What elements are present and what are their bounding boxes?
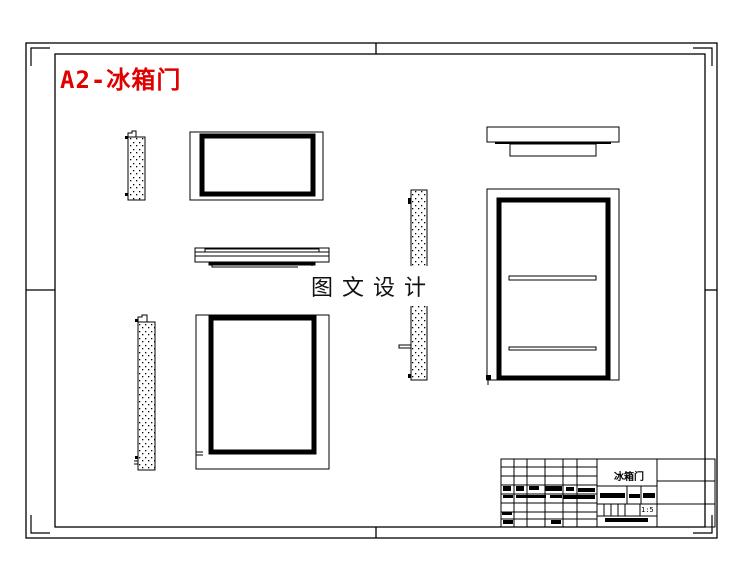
large-door-front-view: [195, 314, 330, 470]
inner-border: [54, 53, 706, 528]
title-block-part-name: 冰箱门: [614, 472, 644, 483]
fridge-door-front-view: [486, 188, 620, 385]
title-block-scale: 1:5: [641, 506, 654, 514]
watermark-text: 图文设计: [298, 266, 448, 306]
drawing-title: A2-冰箱门: [60, 66, 182, 94]
small-door-top-view: [194, 247, 330, 268]
small-door-front-view: [189, 131, 324, 201]
corner-marks: [30, 47, 713, 534]
outer-border: [25, 42, 718, 539]
title-block: [500, 458, 716, 528]
large-door-side-section: [134, 314, 156, 471]
small-door-side-section: [125, 130, 146, 201]
fridge-door-top-view: [486, 126, 620, 157]
title-block-filled-labels: [502, 486, 655, 524]
